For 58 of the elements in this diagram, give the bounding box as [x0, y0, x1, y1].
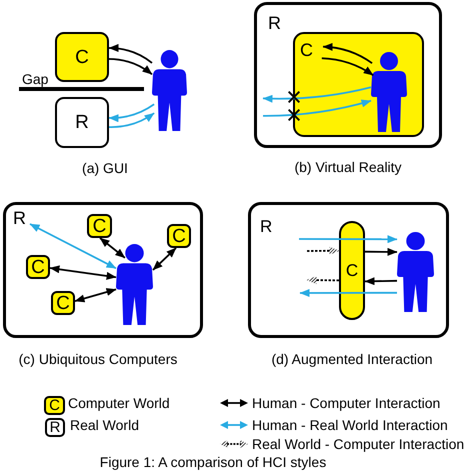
computer-world-box [55, 32, 109, 82]
double-arrow [50, 265, 116, 280]
legend-label: Real World [70, 418, 139, 432]
gap-label: Gap [22, 72, 48, 86]
arrow [299, 235, 398, 244]
panel-caption: (a) GUI [82, 161, 128, 175]
double-arrow [74, 288, 116, 302]
double-arrow [152, 247, 177, 271]
panel-caption: (d) Augmented Interaction [271, 352, 433, 366]
arrow [306, 276, 340, 284]
computer-world-box [293, 32, 424, 137]
node-label: C [300, 41, 313, 59]
figure-caption: Figure 1: A comparison of HCI styles [100, 455, 326, 469]
person-figure [397, 232, 434, 312]
legend-label: Human - Real World Interaction [252, 418, 448, 432]
node-label: C [56, 294, 70, 312]
real-world-box [248, 202, 449, 338]
double-arrow [99, 237, 126, 258]
arrow [322, 43, 373, 64]
legend-label: Human - Computer Interaction [252, 396, 440, 410]
person-figure [152, 50, 187, 131]
arrow [322, 57, 374, 76]
arrow [262, 86, 372, 103]
node-label: C [346, 262, 358, 279]
arrow [300, 288, 397, 297]
arrow [365, 248, 398, 256]
arrow [307, 246, 340, 255]
panel-caption: (b) Virtual Reality [294, 160, 402, 174]
arrow [108, 58, 153, 76]
node-label: R [75, 113, 89, 132]
computer-world-box [51, 291, 75, 315]
arrow [108, 104, 155, 122]
real-world-box [55, 97, 109, 148]
computer-world-box [87, 214, 112, 238]
legend-label: Real World - Computer Interaction [252, 437, 464, 451]
person-figure [116, 244, 153, 325]
arrow [364, 277, 398, 286]
swatch-letter: C [49, 398, 60, 413]
node-label: C [92, 216, 106, 236]
panel-caption: (c) Ubiquitous Computers [18, 352, 178, 366]
real-world-box [3, 202, 203, 338]
legend-label: Computer World [68, 396, 170, 410]
arrow [109, 112, 155, 128]
computer-world-bar [339, 221, 365, 320]
arrow [263, 100, 372, 117]
node-label: C [172, 226, 186, 246]
double-arrow [30, 223, 116, 270]
person-figure [371, 52, 407, 132]
computer-world-box [26, 255, 50, 279]
computer-world-box [167, 224, 191, 248]
node-label: C [75, 48, 89, 66]
node-label: R [268, 14, 281, 32]
arrow [108, 44, 153, 64]
node-label: C [31, 258, 45, 276]
swatch-letter: R [50, 420, 60, 435]
real-world-box [254, 2, 442, 148]
node-label: R [13, 209, 26, 227]
node-label: R [260, 218, 272, 235]
